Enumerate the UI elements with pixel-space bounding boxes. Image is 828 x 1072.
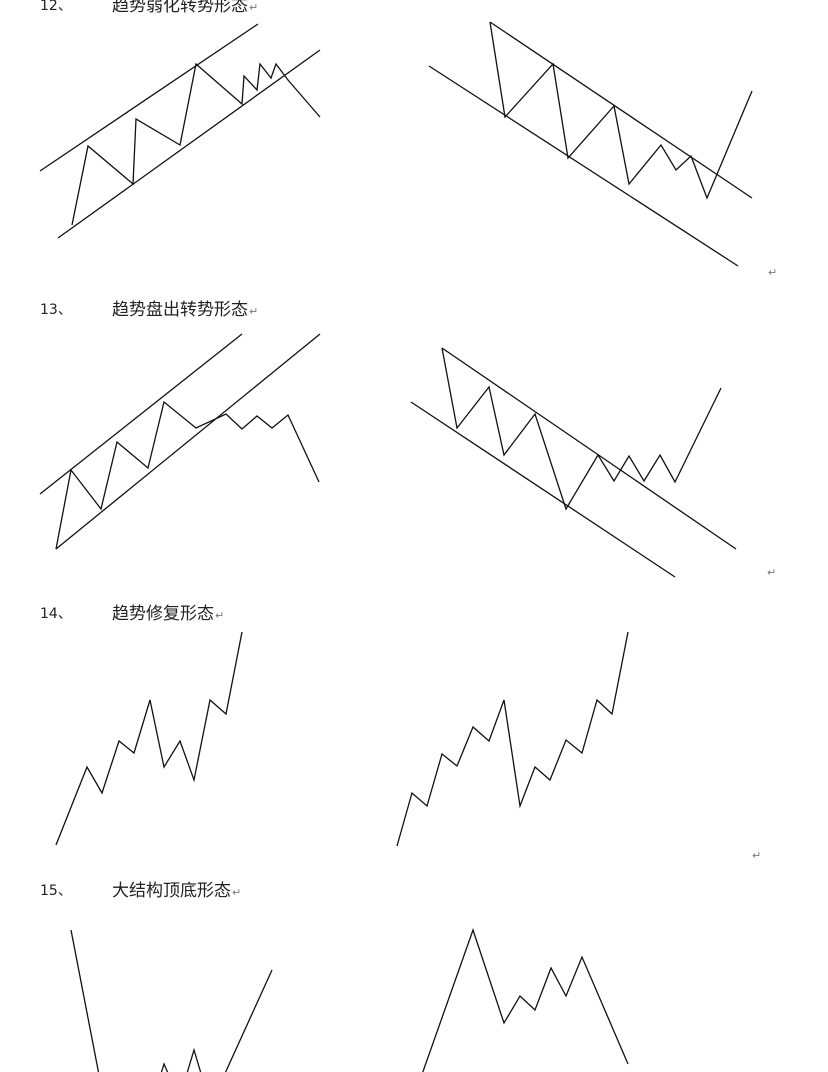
channel-lower-line xyxy=(428,65,739,267)
paragraph-mark: ↵ xyxy=(768,266,778,279)
channel-lower-line xyxy=(410,401,676,578)
channel-upper-line xyxy=(489,21,753,199)
section-number: 13、 xyxy=(40,302,72,318)
trend-repair-pattern-left xyxy=(55,631,243,846)
section-title: 趋势修复形态↵ xyxy=(112,604,225,624)
paragraph-mark: ↵ xyxy=(249,305,259,318)
paragraph-mark: ↵ xyxy=(249,1,259,14)
price-path xyxy=(224,969,273,1072)
price-path xyxy=(489,21,753,200)
price-path xyxy=(396,631,629,847)
price-path xyxy=(55,400,320,550)
price-path xyxy=(186,1047,202,1072)
price-path xyxy=(441,347,722,511)
price-path xyxy=(160,1062,169,1072)
channel-upper-line xyxy=(39,23,259,172)
downtrend-rangeout-pattern xyxy=(410,347,737,578)
channel-upper-line xyxy=(39,333,243,495)
section-title: 趋势弱化转势形态↵ xyxy=(112,0,259,16)
section-number: 12、 xyxy=(40,0,72,14)
price-path xyxy=(71,62,321,226)
large-structure-bottom-pattern xyxy=(70,929,273,1072)
price-path xyxy=(55,631,243,846)
paragraph-mark: ↵ xyxy=(767,566,777,579)
large-structure-top-pattern xyxy=(422,927,629,1072)
section-title: 大结构顶底形态↵ xyxy=(112,881,242,901)
paragraph-mark: ↵ xyxy=(752,849,762,862)
paragraph-mark: ↵ xyxy=(232,886,242,899)
section-number: 14、 xyxy=(40,606,72,622)
channel-lower-line xyxy=(57,49,321,239)
section-title: 趋势盘出转势形态↵ xyxy=(112,300,259,320)
price-path xyxy=(70,929,100,1072)
section-number: 15、 xyxy=(40,883,72,899)
trend-repair-pattern-right xyxy=(396,631,629,847)
uptrend-rangeout-pattern xyxy=(39,333,321,550)
paragraph-mark: ↵ xyxy=(215,609,225,622)
channel-upper-line xyxy=(441,347,737,550)
downtrend-weakening-pattern xyxy=(428,21,753,267)
channel-lower-line xyxy=(55,333,321,550)
price-path xyxy=(422,927,629,1072)
uptrend-weakening-pattern xyxy=(39,23,321,239)
